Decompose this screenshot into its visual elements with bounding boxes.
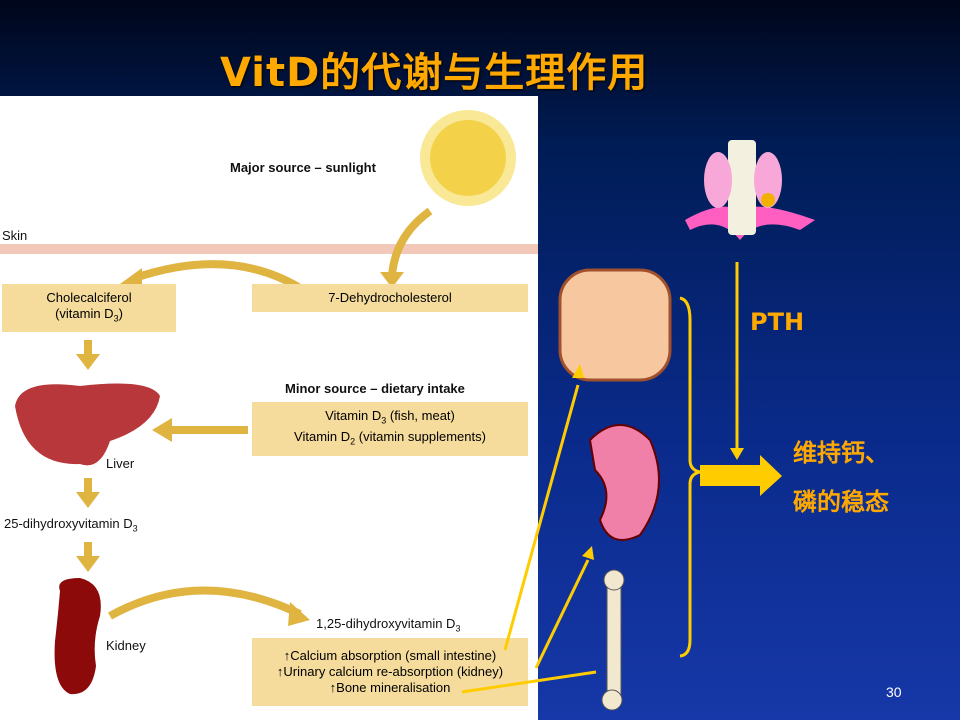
result-arrow-icon xyxy=(700,455,782,496)
skin-layer xyxy=(0,244,538,254)
kidney-icon xyxy=(54,578,101,695)
dehydrocholesterol-box: 7-Dehydrocholesterol xyxy=(252,284,528,312)
sun-icon xyxy=(420,110,516,206)
parathyroid-icon xyxy=(685,140,815,240)
sun-arrow xyxy=(388,207,433,277)
pth-arrowhead xyxy=(730,448,744,460)
arrow-to-125 xyxy=(108,586,302,620)
cholecalciferol-label: Cholecalciferol xyxy=(46,289,132,305)
major-source-label: Major source – sunlight xyxy=(230,160,376,175)
result-line-2: 磷的稳态 xyxy=(793,488,889,516)
diet-arrow xyxy=(170,426,248,434)
arrow-to-chole xyxy=(133,260,303,292)
diet-line-1: Vitamin D3 (fish, meat) xyxy=(325,408,455,426)
vitd-metabolism-diagram: Major source – sunlight Skin Cholecalcif… xyxy=(0,96,538,720)
pth-label: PTH xyxy=(750,308,805,336)
25-hydroxy-label: 25-dihydroxyvitamin D3 xyxy=(4,516,138,534)
kidney-organ-icon xyxy=(588,424,660,541)
bone-icon xyxy=(601,569,625,711)
diagram-graphics xyxy=(0,110,538,695)
effects-box: ↑Calcium absorption (small intestine) ↑U… xyxy=(252,638,528,706)
down-arrows xyxy=(76,340,100,572)
125-hydroxy-label: 1,25-dihydroxyvitamin D3 xyxy=(316,616,461,634)
effect-1: ↑Calcium absorption (small intestine) xyxy=(283,648,497,663)
diet-box: Vitamin D3 (fish, meat) Vitamin D2 (vita… xyxy=(252,402,528,456)
result-line-1: 维持钙、 xyxy=(793,439,889,467)
diet-line-2: Vitamin D2 (vitamin supplements) xyxy=(294,429,486,447)
effect-2: ↑Urinary calcium re-absorption (kidney) xyxy=(276,664,504,679)
cholecalciferol-box: Cholecalciferol (vitamin D3) xyxy=(2,284,176,332)
kidney-label: Kidney xyxy=(106,638,146,653)
liver-icon xyxy=(15,383,160,466)
minor-source-label: Minor source – dietary intake xyxy=(285,381,465,396)
skin-label: Skin xyxy=(2,228,28,243)
page-number: 30 xyxy=(886,684,902,700)
intestine-icon xyxy=(558,268,672,382)
slide-title: VitD的代谢与生理作用 xyxy=(220,50,649,96)
effect-3: ↑Bone mineralisation xyxy=(329,680,451,695)
cholecalciferol-sub: (vitamin D3) xyxy=(55,305,123,324)
liver-label: Liver xyxy=(106,456,135,471)
